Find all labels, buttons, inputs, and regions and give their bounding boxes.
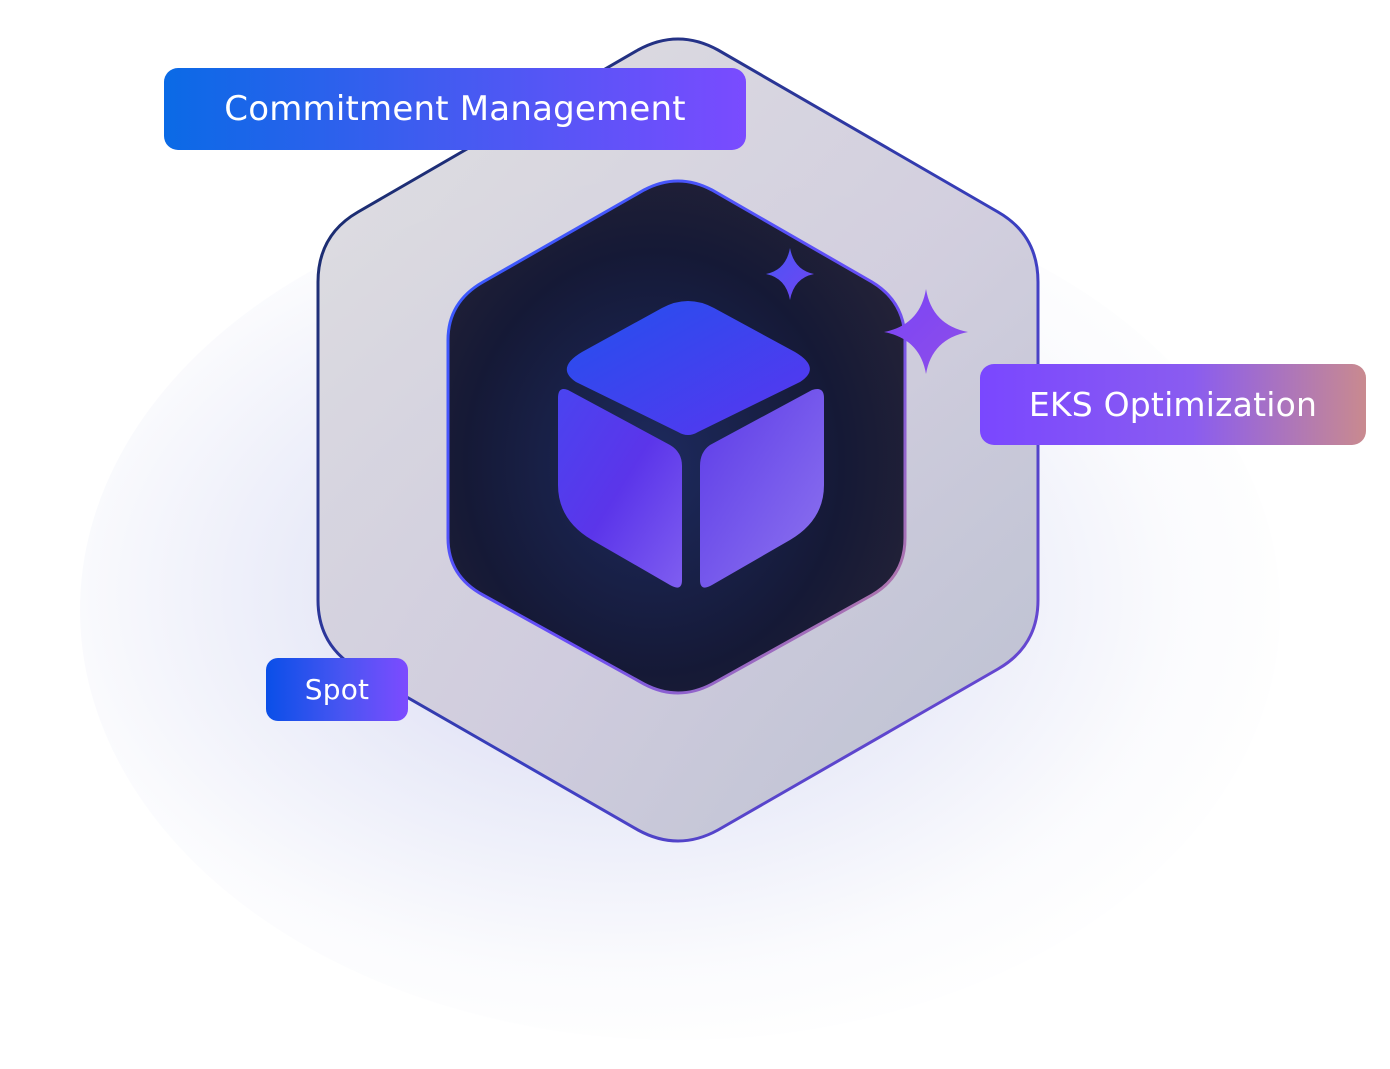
eks-optimization-tag: EKS Optimization [980,364,1366,445]
spot-tag: Spot [266,658,408,721]
cube-icon [558,301,824,588]
sparkle-icon-small [766,248,814,300]
sparkle-icon-large [884,289,968,374]
cube-top-face [566,301,810,435]
commitment-management-tag: Commitment Management [164,68,746,150]
cube-right-face [700,389,824,588]
cube-left-face [558,389,682,588]
inner-hexagon [446,179,907,695]
